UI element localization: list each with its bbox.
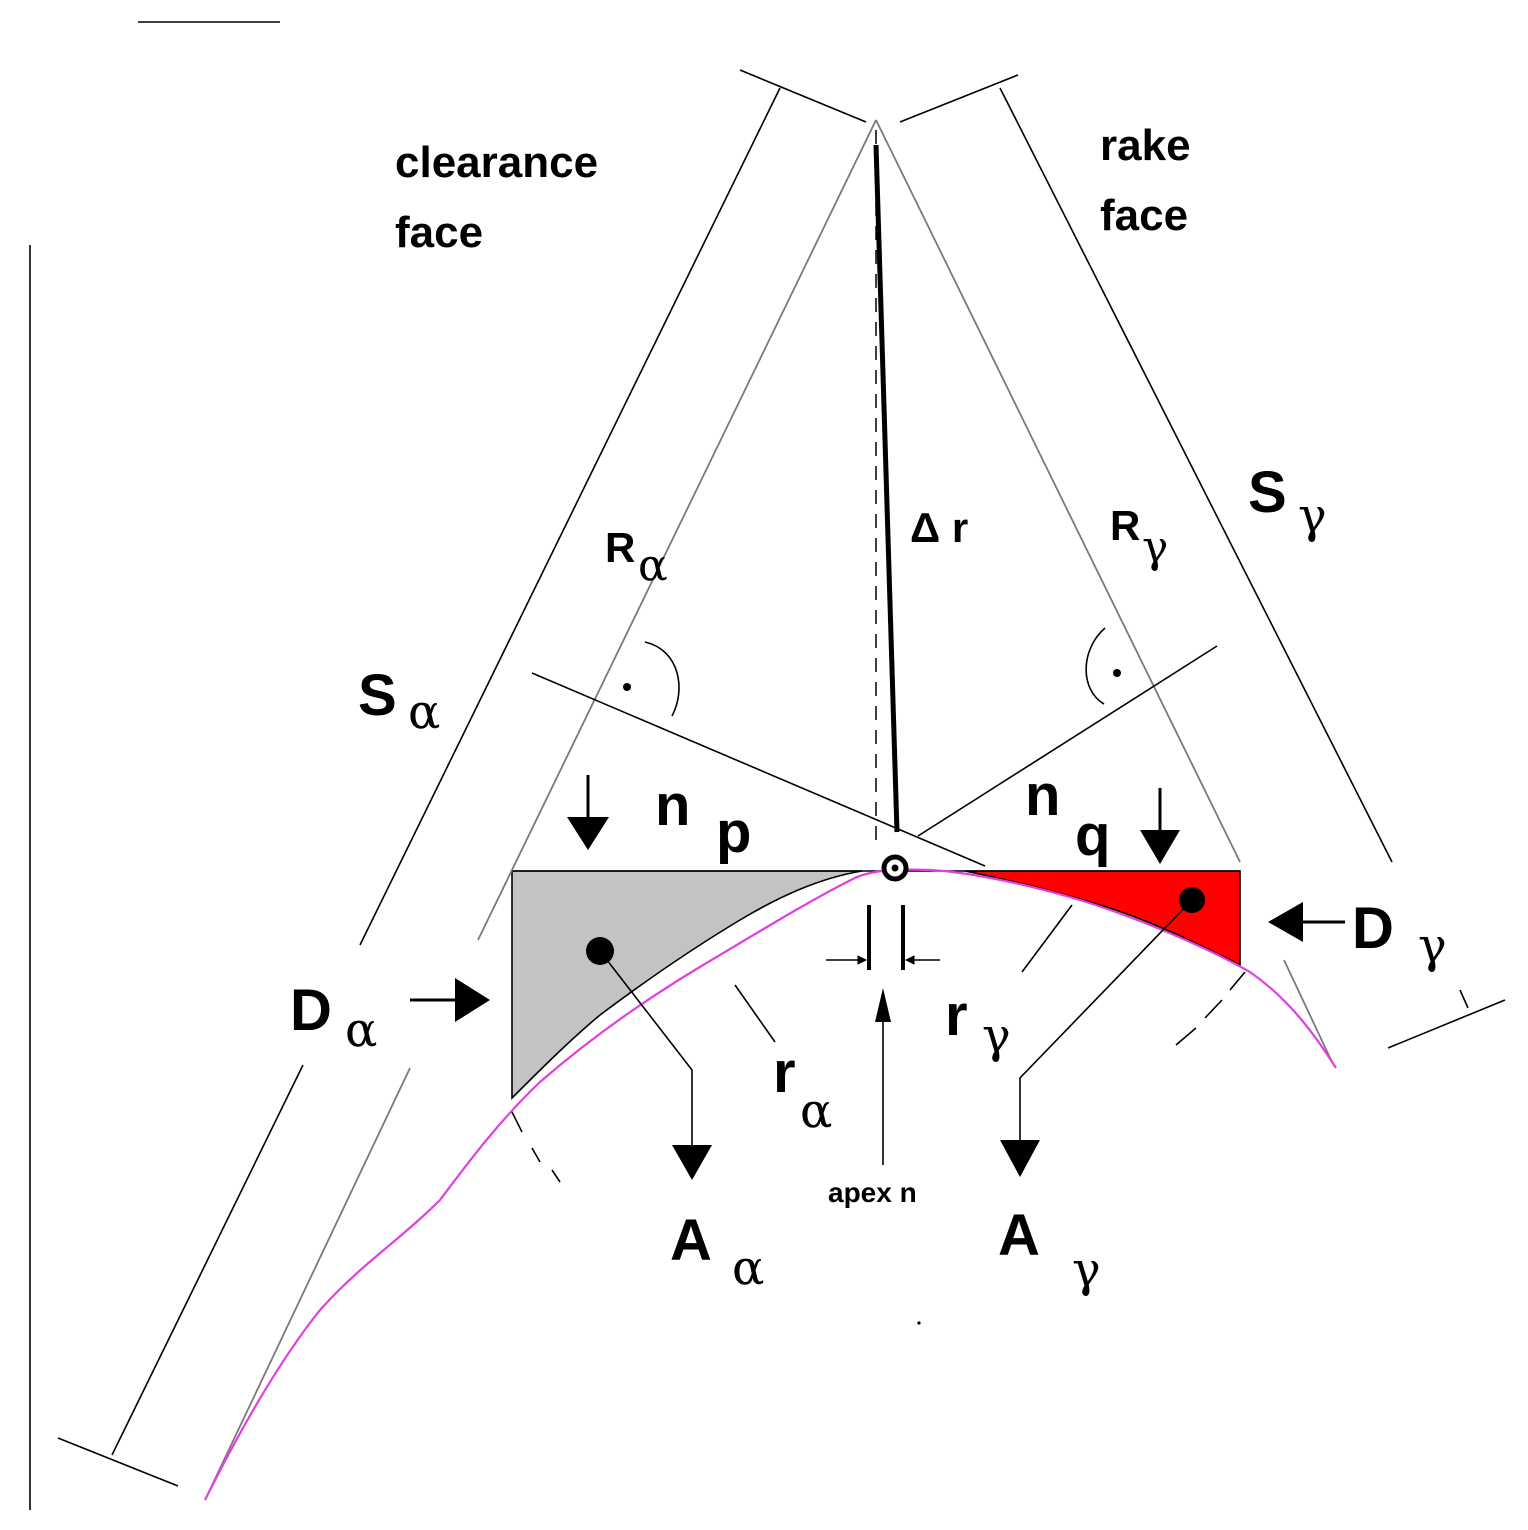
s-gamma-label-sub: γ: [1298, 488, 1327, 544]
a-alpha-label-sub: α: [732, 1240, 764, 1296]
r-gamma-label-main: r: [945, 983, 968, 1048]
rake-face-label-line1: rake: [1100, 121, 1191, 170]
n-p-label-sub: p: [716, 800, 751, 865]
clearance-face-line: [477, 119, 877, 941]
s-alpha-offset-line-lower: [111, 1064, 304, 1456]
edge-profile-curve: [204, 868, 1337, 1501]
clearance-face-label-line1: clearance: [395, 138, 598, 187]
s-gamma-tick-top: [899, 74, 1019, 123]
s-gamma-label-main: S: [1248, 460, 1287, 525]
a-alpha-leader: [599, 950, 693, 1150]
s-gamma-tick-stub: [1459, 989, 1469, 1009]
r-alpha-normal-label-sub: α: [638, 540, 668, 591]
r-alpha-label-sub: α: [800, 1083, 832, 1139]
a-gamma-leader: [1019, 899, 1193, 1145]
s-gamma-offset-line: [999, 87, 1393, 863]
r-gamma-leader: [1021, 904, 1073, 973]
r-alpha-normal-label-main: R: [605, 524, 635, 571]
r-gamma-normal-label-main: R: [1110, 502, 1140, 549]
extension-dash-right-2: [1204, 999, 1223, 1019]
d-alpha-label-main: D: [290, 978, 332, 1043]
d-alpha-arrowhead: [455, 978, 490, 1022]
extension-dash-right-1: [1229, 971, 1246, 991]
r-gamma-normal-line: [917, 645, 1218, 837]
right-angle-arc-gamma: [1085, 627, 1106, 705]
r-alpha-label-main: r: [773, 1040, 796, 1105]
extension-dash-right-3: [1175, 1027, 1197, 1046]
s-alpha-tick-bottom: [57, 1437, 179, 1487]
clearance-face-label-line2: face: [395, 208, 483, 257]
right-angle-arc-alpha: [644, 641, 680, 717]
r-gamma-normal-label-sub: γ: [1142, 522, 1168, 573]
delta-r-label: Δ r: [910, 504, 968, 551]
r-alpha-normal-line: [531, 672, 986, 867]
a-gamma-label-sub: γ: [1072, 1242, 1101, 1298]
n-p-arrowhead: [567, 817, 609, 850]
n-q-arrowhead: [1140, 830, 1180, 864]
extension-dash-left-3: [551, 1169, 561, 1183]
s-alpha-tick-top: [739, 69, 867, 123]
n-q-label-main: n: [1025, 763, 1060, 828]
a-alpha-label-main: A: [670, 1208, 712, 1273]
s-alpha-label-sub: α: [408, 684, 440, 740]
r-alpha-leader: [734, 984, 776, 1043]
n-q-label-sub: q: [1075, 803, 1110, 868]
apex-n-label: apex n: [828, 1177, 917, 1208]
rake-face-label-line2: face: [1100, 191, 1188, 240]
d-gamma-label-sub: γ: [1418, 918, 1447, 974]
clearance-face-lower: [204, 1067, 411, 1501]
extension-dash-left-2: [531, 1147, 541, 1163]
apex-point-center: [891, 864, 899, 872]
rake-face-lower: [1283, 959, 1333, 1063]
a-gamma-arrowhead: [1000, 1140, 1040, 1177]
area-gamma-region: [964, 870, 1241, 967]
d-alpha-label-sub: α: [345, 1002, 377, 1058]
apex-n-arrowhead: [875, 988, 891, 1022]
d-gamma-arrowhead: [1268, 902, 1303, 942]
right-angle-dot-alpha: [623, 683, 631, 691]
a-alpha-arrowhead: [672, 1145, 712, 1180]
n-p-label-main: n: [655, 773, 690, 838]
s-alpha-label-main: S: [358, 663, 397, 728]
extension-dash-left-1: [511, 1111, 523, 1133]
s-alpha-offset-line-upper: [359, 87, 781, 946]
area-alpha-region: [511, 870, 863, 1100]
s-gamma-tick-bottom: [1387, 999, 1506, 1049]
a-gamma-label-main: A: [998, 1203, 1040, 1268]
r-gamma-label-sub: γ: [982, 1008, 1011, 1064]
delta-r-line: [873, 144, 900, 833]
rake-face-line: [875, 119, 1241, 863]
d-gamma-label-main: D: [1352, 896, 1394, 961]
stray-dot: [917, 1321, 921, 1325]
right-angle-dot-gamma: [1113, 669, 1121, 677]
